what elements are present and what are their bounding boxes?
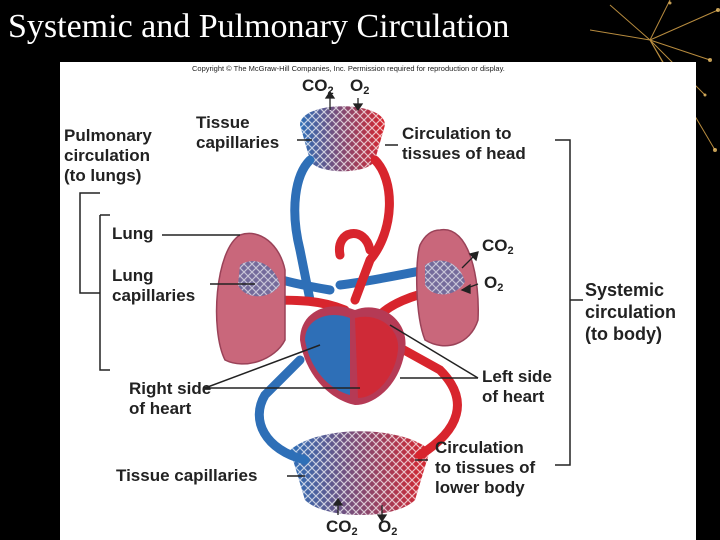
systemic-circulation-label: Systemic circulation (to body): [585, 280, 677, 344]
tissue-capillaries-head: [300, 106, 385, 172]
tissue-capillaries-lower-body: [290, 431, 430, 515]
tissue-capillaries-top-label: Tissue capillaries: [196, 113, 280, 152]
left-lung: [215, 232, 286, 365]
left-side-heart-label: Left side of heart: [482, 367, 552, 406]
right-side-heart-label: Right side of heart: [129, 379, 212, 418]
tissue-capillaries-bottom-label: Tissue capillaries: [116, 466, 258, 485]
lung-capillaries-label: Lung capillaries: [112, 266, 196, 305]
lung-o2-label: O2: [484, 273, 504, 294]
slide-title: Systemic and Pulmonary Circulation: [8, 8, 510, 45]
lung-co2-label: CO2: [482, 236, 514, 257]
circulation-head-label: Circulation to tissues of head: [402, 124, 526, 163]
gas-exchange-arrows: [324, 90, 479, 523]
circulation-lower-body-label: Circulation to tissues of lower body: [435, 438, 536, 497]
right-lung: [415, 229, 479, 347]
heart: [300, 306, 406, 405]
bottom-o2-label: O2: [378, 517, 398, 538]
copyright-notice: Copyright © The McGraw-Hill Companies, I…: [192, 64, 505, 73]
label-leader-lines: [79, 139, 583, 477]
pulmonary-circulation-label: Pulmonary circulation (to lungs): [64, 126, 152, 185]
lung-label: Lung: [112, 224, 154, 243]
bottom-co2-label: CO2: [326, 517, 358, 538]
top-co2-label: CO2: [302, 76, 334, 97]
top-o2-label: O2: [350, 76, 370, 97]
